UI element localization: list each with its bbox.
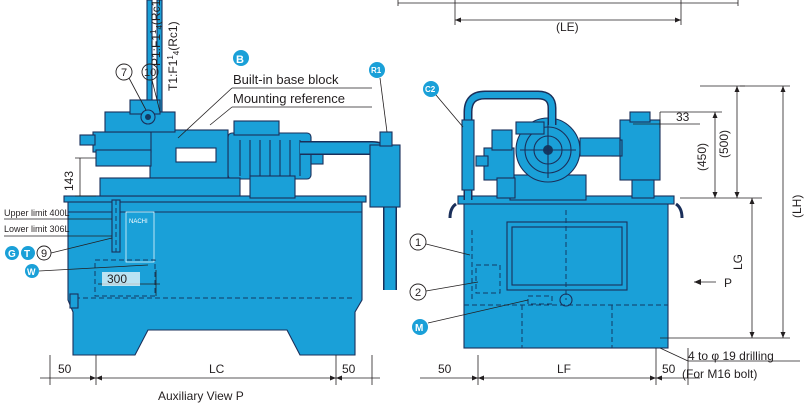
built-in-label: Built-in base block [233,72,339,87]
svg-text:P1:F114(Rc1): P1:F114(Rc1) [149,0,164,66]
right-dimensions: (LH) LG (500) (450) 33 [633,85,804,339]
badge-m-icon [412,319,428,335]
mounting-label: Mounting reference [233,91,345,106]
t1-fraction-num: 1 [166,55,175,60]
badge-t-icon [21,246,35,260]
lc-label: LC [209,362,225,376]
drilling-note: 4 to φ 19 drilling [688,349,774,363]
callout-2-icon [409,283,427,301]
port-labels: P1:F114(Rc1) T1:F114(Rc1) [149,0,181,91]
dim-300: 300 [107,272,127,286]
callout-7-icon [115,63,133,81]
notes: 4 to φ 19 drilling (For M16 bolt) Auxili… [158,347,800,403]
badge-w-text: W [27,267,36,277]
badge-r1-icon [369,62,385,78]
t1-suffix: (Rc1) [166,21,180,50]
svg-text:T1:F114(Rc1): T1:F114(Rc1) [166,21,181,91]
badge-c2-text: C2 [425,85,436,94]
dim-50-a: 50 [58,362,72,376]
lg-label: LG [731,254,745,270]
dim-450: (450) [695,143,709,171]
t1-label: T1:F1 [166,59,180,91]
p-arrow-label: P [724,276,732,290]
badge-m-text: M [415,323,423,334]
dim-50-d: 50 [662,362,676,376]
dim-50-b: 50 [342,362,356,376]
lh-label: (LH) [790,195,804,218]
arrow-left-icon [694,279,701,285]
badge-r1-text: R1 [371,66,382,75]
badge-t-text: T [24,249,30,260]
lf-label: LF [557,362,571,376]
dim-500: (500) [717,130,731,158]
inspection-cover [506,221,628,291]
p1-fraction-num: 1 [149,29,158,34]
bolt-note: (For M16 bolt) [682,367,757,381]
badge-w-icon [25,264,39,278]
side-view [448,90,684,349]
callouts: B Built-in base block Mounting reference… [4,50,732,335]
dim-33: 33 [676,110,690,124]
lower-limit-label: Lower limit 306L [4,224,70,234]
callout-9: 9 [41,248,47,260]
badge-c2-icon [423,81,439,97]
aux-view-caption: Auxiliary View P [158,389,244,403]
t1-fraction-den: 4 [172,50,181,55]
upper-limit-label: Upper limit 400L [4,208,70,218]
badge-g-text: G [8,249,16,260]
p1-label: P1:F1 [149,34,163,66]
callout-10: 10 [144,67,156,79]
badge-g-icon [5,246,19,260]
p1-fraction-den: 4 [155,25,164,30]
front-view: NACHI [63,0,401,356]
nameplate [125,211,155,263]
le-dimension: (LE) [397,0,739,34]
le-label: (LE) [556,20,579,34]
badge-b-text: B [236,54,244,66]
callout-1-icon [409,233,427,251]
left-dimensions: 143 300 50 LC 50 50 LF 50 [40,157,700,385]
p1-suffix: (Rc1) [149,0,163,25]
callout-10-icon [141,63,159,81]
callout-2: 2 [415,287,421,299]
nameplate-brand: NACHI [129,219,148,225]
callout-7: 7 [121,67,127,79]
dim-143: 143 [62,171,76,191]
filter-r1-front [369,144,401,208]
badge-b-icon [233,50,249,66]
callout-1: 1 [415,237,421,249]
dim-50-c: 50 [438,362,452,376]
